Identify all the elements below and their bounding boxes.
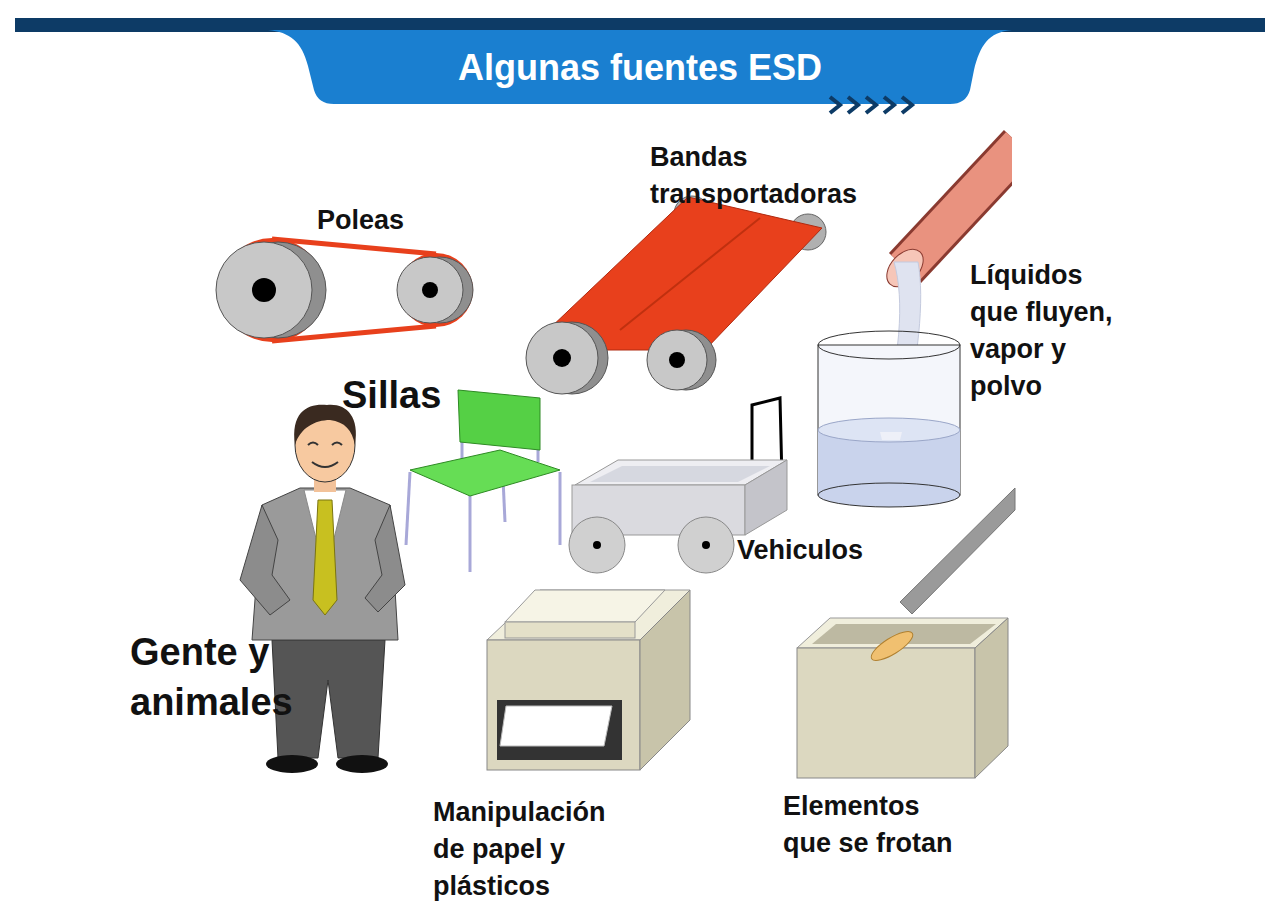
- source-label: Elementos que se frotan: [783, 788, 965, 862]
- chair-seat: [410, 450, 560, 496]
- coin: [867, 626, 916, 665]
- box-front: [797, 648, 975, 778]
- paper-slot: [497, 700, 622, 760]
- beaker-wall: [818, 345, 960, 495]
- conveyor: [526, 196, 826, 394]
- cart-side: [745, 460, 787, 535]
- pulley: [216, 242, 312, 338]
- chair-back: [458, 390, 540, 450]
- tie: [313, 500, 337, 615]
- pulley: [397, 257, 463, 323]
- roller-axle: [669, 352, 685, 368]
- eyes: [308, 443, 342, 446]
- chair: [406, 390, 560, 572]
- chevron: [884, 97, 894, 113]
- source-label: Vehiculos: [737, 532, 907, 569]
- wheel-hub: [702, 541, 710, 549]
- pulley-axle: [422, 282, 438, 298]
- source-label: Líquidos que fluyen, vapor y polvo: [970, 257, 1125, 405]
- roller: [526, 322, 598, 394]
- beaker-rim: [818, 331, 960, 359]
- cart-inside: [590, 466, 770, 482]
- pipe-outline: [905, 145, 1020, 268]
- source-label: Poleas: [317, 202, 457, 239]
- source-label: Sillas: [342, 372, 492, 418]
- machine-side: [640, 590, 690, 770]
- beaker: [818, 331, 960, 507]
- box-side: [975, 618, 1008, 778]
- splash: [880, 432, 902, 440]
- machine-lid: [505, 590, 665, 622]
- pipe-cut: [1012, 100, 1072, 220]
- header-bar: [15, 18, 1265, 32]
- pulley-axle: [252, 278, 276, 302]
- chair-leg: [406, 472, 410, 545]
- chevron: [902, 97, 912, 113]
- chevron: [866, 97, 876, 113]
- shoe: [266, 755, 318, 773]
- shoe: [336, 755, 388, 773]
- paper-machine: [487, 590, 690, 770]
- source-label: Manipulación de papel y plásticos: [433, 794, 628, 905]
- page-title: Algunas fuentes ESD: [318, 44, 962, 92]
- source-label: Bandas transportadoras: [650, 139, 875, 213]
- belt-seam: [620, 218, 760, 330]
- chevron: [848, 97, 858, 113]
- pipe: [905, 145, 1020, 268]
- beaker-bottom: [818, 483, 960, 507]
- paper-sheet: [500, 706, 612, 746]
- smile: [312, 462, 338, 467]
- source-label: Gente y animales: [130, 627, 370, 727]
- chair-leg: [559, 472, 562, 545]
- header-banner: [15, 18, 1265, 113]
- liquid-surface: [818, 418, 960, 442]
- cart-wheel: [678, 517, 734, 573]
- chair-leg: [469, 496, 472, 572]
- rubbing-box: [797, 488, 1015, 778]
- rubbing-bar: [900, 488, 1015, 614]
- arm: [240, 505, 290, 615]
- roller: [647, 330, 707, 390]
- chevron: [830, 97, 840, 113]
- pulleys: [216, 238, 473, 342]
- machine-front: [487, 640, 640, 770]
- roller-axle: [553, 349, 571, 367]
- chevrons: [830, 97, 912, 113]
- cart-wheel: [569, 517, 625, 573]
- wheel-hub: [593, 541, 601, 549]
- arm: [365, 505, 405, 612]
- machine-lid-front: [505, 622, 635, 638]
- title-tab: [268, 30, 1012, 104]
